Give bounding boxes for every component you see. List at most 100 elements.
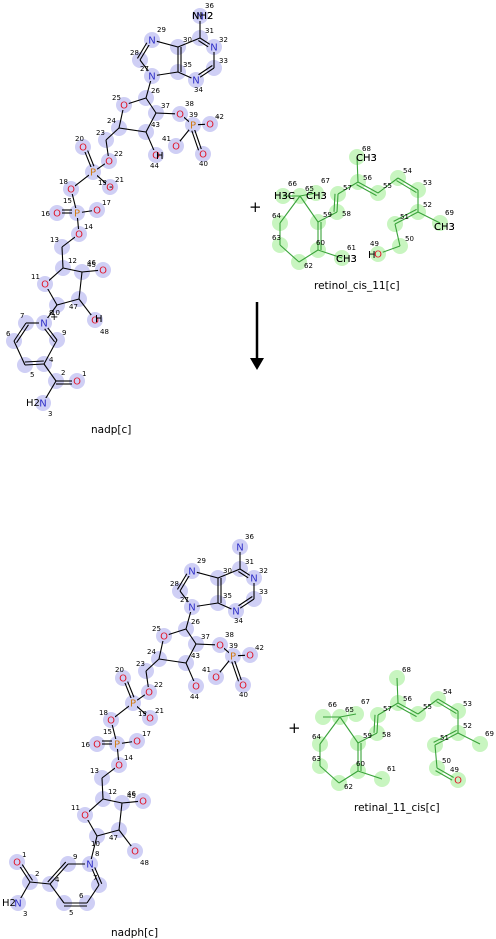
bond <box>185 662 195 682</box>
atom-symbol: O <box>67 185 75 196</box>
atom-number: 26 <box>151 87 160 95</box>
bond-double <box>136 42 148 59</box>
bond <box>49 883 65 904</box>
retinal-structure: CH3685657585965H3C66CH36764636260CH36155… <box>274 153 494 791</box>
atom-symbol: O <box>79 143 87 154</box>
bond-double <box>176 573 188 590</box>
bond <box>101 767 116 779</box>
bond <box>218 659 231 674</box>
atom-number: 55 <box>423 703 432 711</box>
atom-bg <box>13 857 21 867</box>
atom-number: 61 <box>387 765 396 773</box>
bond <box>101 777 104 800</box>
atom-bg <box>91 315 99 325</box>
atom-bg <box>41 279 49 289</box>
atom-bg <box>14 898 22 908</box>
bond <box>177 37 201 48</box>
atom-symbol: N <box>39 399 46 410</box>
atom-symbol: O <box>131 847 139 858</box>
atom-number: 3 <box>23 910 27 918</box>
atom-number: 68 <box>402 666 411 674</box>
bond <box>217 602 232 610</box>
atom-symbol: O <box>119 674 127 685</box>
atom-symbol: O <box>246 651 254 662</box>
atom-number: 56 <box>403 695 412 703</box>
bond <box>121 741 133 744</box>
atom-group-label: H <box>156 151 164 162</box>
bond <box>376 714 379 734</box>
bond-double <box>238 571 249 579</box>
atom-number: 22 <box>154 681 163 689</box>
bond <box>434 744 438 769</box>
atom-symbol: N <box>188 567 195 578</box>
atom-number: 47 <box>69 303 78 311</box>
atom-number: 60 <box>356 760 365 768</box>
atom-bg <box>250 573 258 583</box>
bond-double <box>47 861 67 883</box>
atom-number: 3 <box>48 410 52 418</box>
bond-double <box>87 150 95 167</box>
atom-number: 52 <box>463 722 472 730</box>
atom-number: 8 <box>49 309 53 317</box>
atom-bg <box>246 650 254 660</box>
atom-number: 16 <box>81 741 90 749</box>
atom-number: 1 <box>82 370 86 378</box>
atom-number: 12 <box>108 788 117 796</box>
atom-bg <box>99 265 107 275</box>
bond <box>20 881 31 899</box>
atom-number: 11 <box>71 804 80 812</box>
atom-bg <box>148 35 156 45</box>
atom-bg <box>189 120 197 130</box>
bond-double <box>393 208 417 222</box>
bond <box>185 643 197 664</box>
atom-number: 51 <box>440 734 449 742</box>
bond <box>105 139 109 157</box>
atom-number: 26 <box>191 618 200 626</box>
bond <box>61 246 64 269</box>
atom-number: 20 <box>75 135 84 143</box>
atom-number: 42 <box>215 113 224 121</box>
atom-number: 19 <box>138 710 147 718</box>
atom-number: 49 <box>370 240 379 248</box>
atom-number: 38 <box>225 631 234 639</box>
atom-bg <box>131 846 139 856</box>
atom-symbol: O <box>152 151 160 162</box>
atom-group-label: H2 <box>2 898 16 909</box>
bond <box>357 770 383 780</box>
atom-number: 43 <box>151 121 160 129</box>
atom-number: 58 <box>382 731 391 739</box>
bond <box>177 71 192 79</box>
atom-symbol: P <box>230 652 236 663</box>
atom-bg <box>53 208 61 218</box>
atom-number: 17 <box>142 730 151 738</box>
bond <box>234 660 242 681</box>
atom-bg <box>73 376 81 386</box>
atom-bg <box>232 606 240 616</box>
bond <box>118 829 133 848</box>
bond <box>317 211 338 223</box>
bond <box>43 363 57 382</box>
atom-number: 54 <box>403 167 412 175</box>
bond <box>61 236 76 248</box>
bond <box>48 267 64 282</box>
atom-symbol: P <box>90 168 96 179</box>
atom-number: 8 <box>95 850 99 858</box>
bond <box>196 602 219 607</box>
atom-group-label: - <box>109 182 113 193</box>
atom-group-label: + <box>50 312 58 323</box>
atom-bg <box>239 680 247 690</box>
atom-number: 67 <box>321 177 330 185</box>
bond <box>121 800 139 804</box>
atom-number: 14 <box>84 223 93 231</box>
atom-group-label: H3C <box>274 191 295 202</box>
bond <box>179 590 190 604</box>
atom-number: 13 <box>50 236 59 244</box>
atom-number: 45 <box>127 792 136 800</box>
atom-bg <box>188 566 196 576</box>
atom-number: 32 <box>219 36 228 44</box>
atom-group-label: H <box>156 151 164 162</box>
atom-number: 18 <box>59 178 68 186</box>
atom-number: 25 <box>112 94 121 102</box>
bond <box>436 767 454 778</box>
